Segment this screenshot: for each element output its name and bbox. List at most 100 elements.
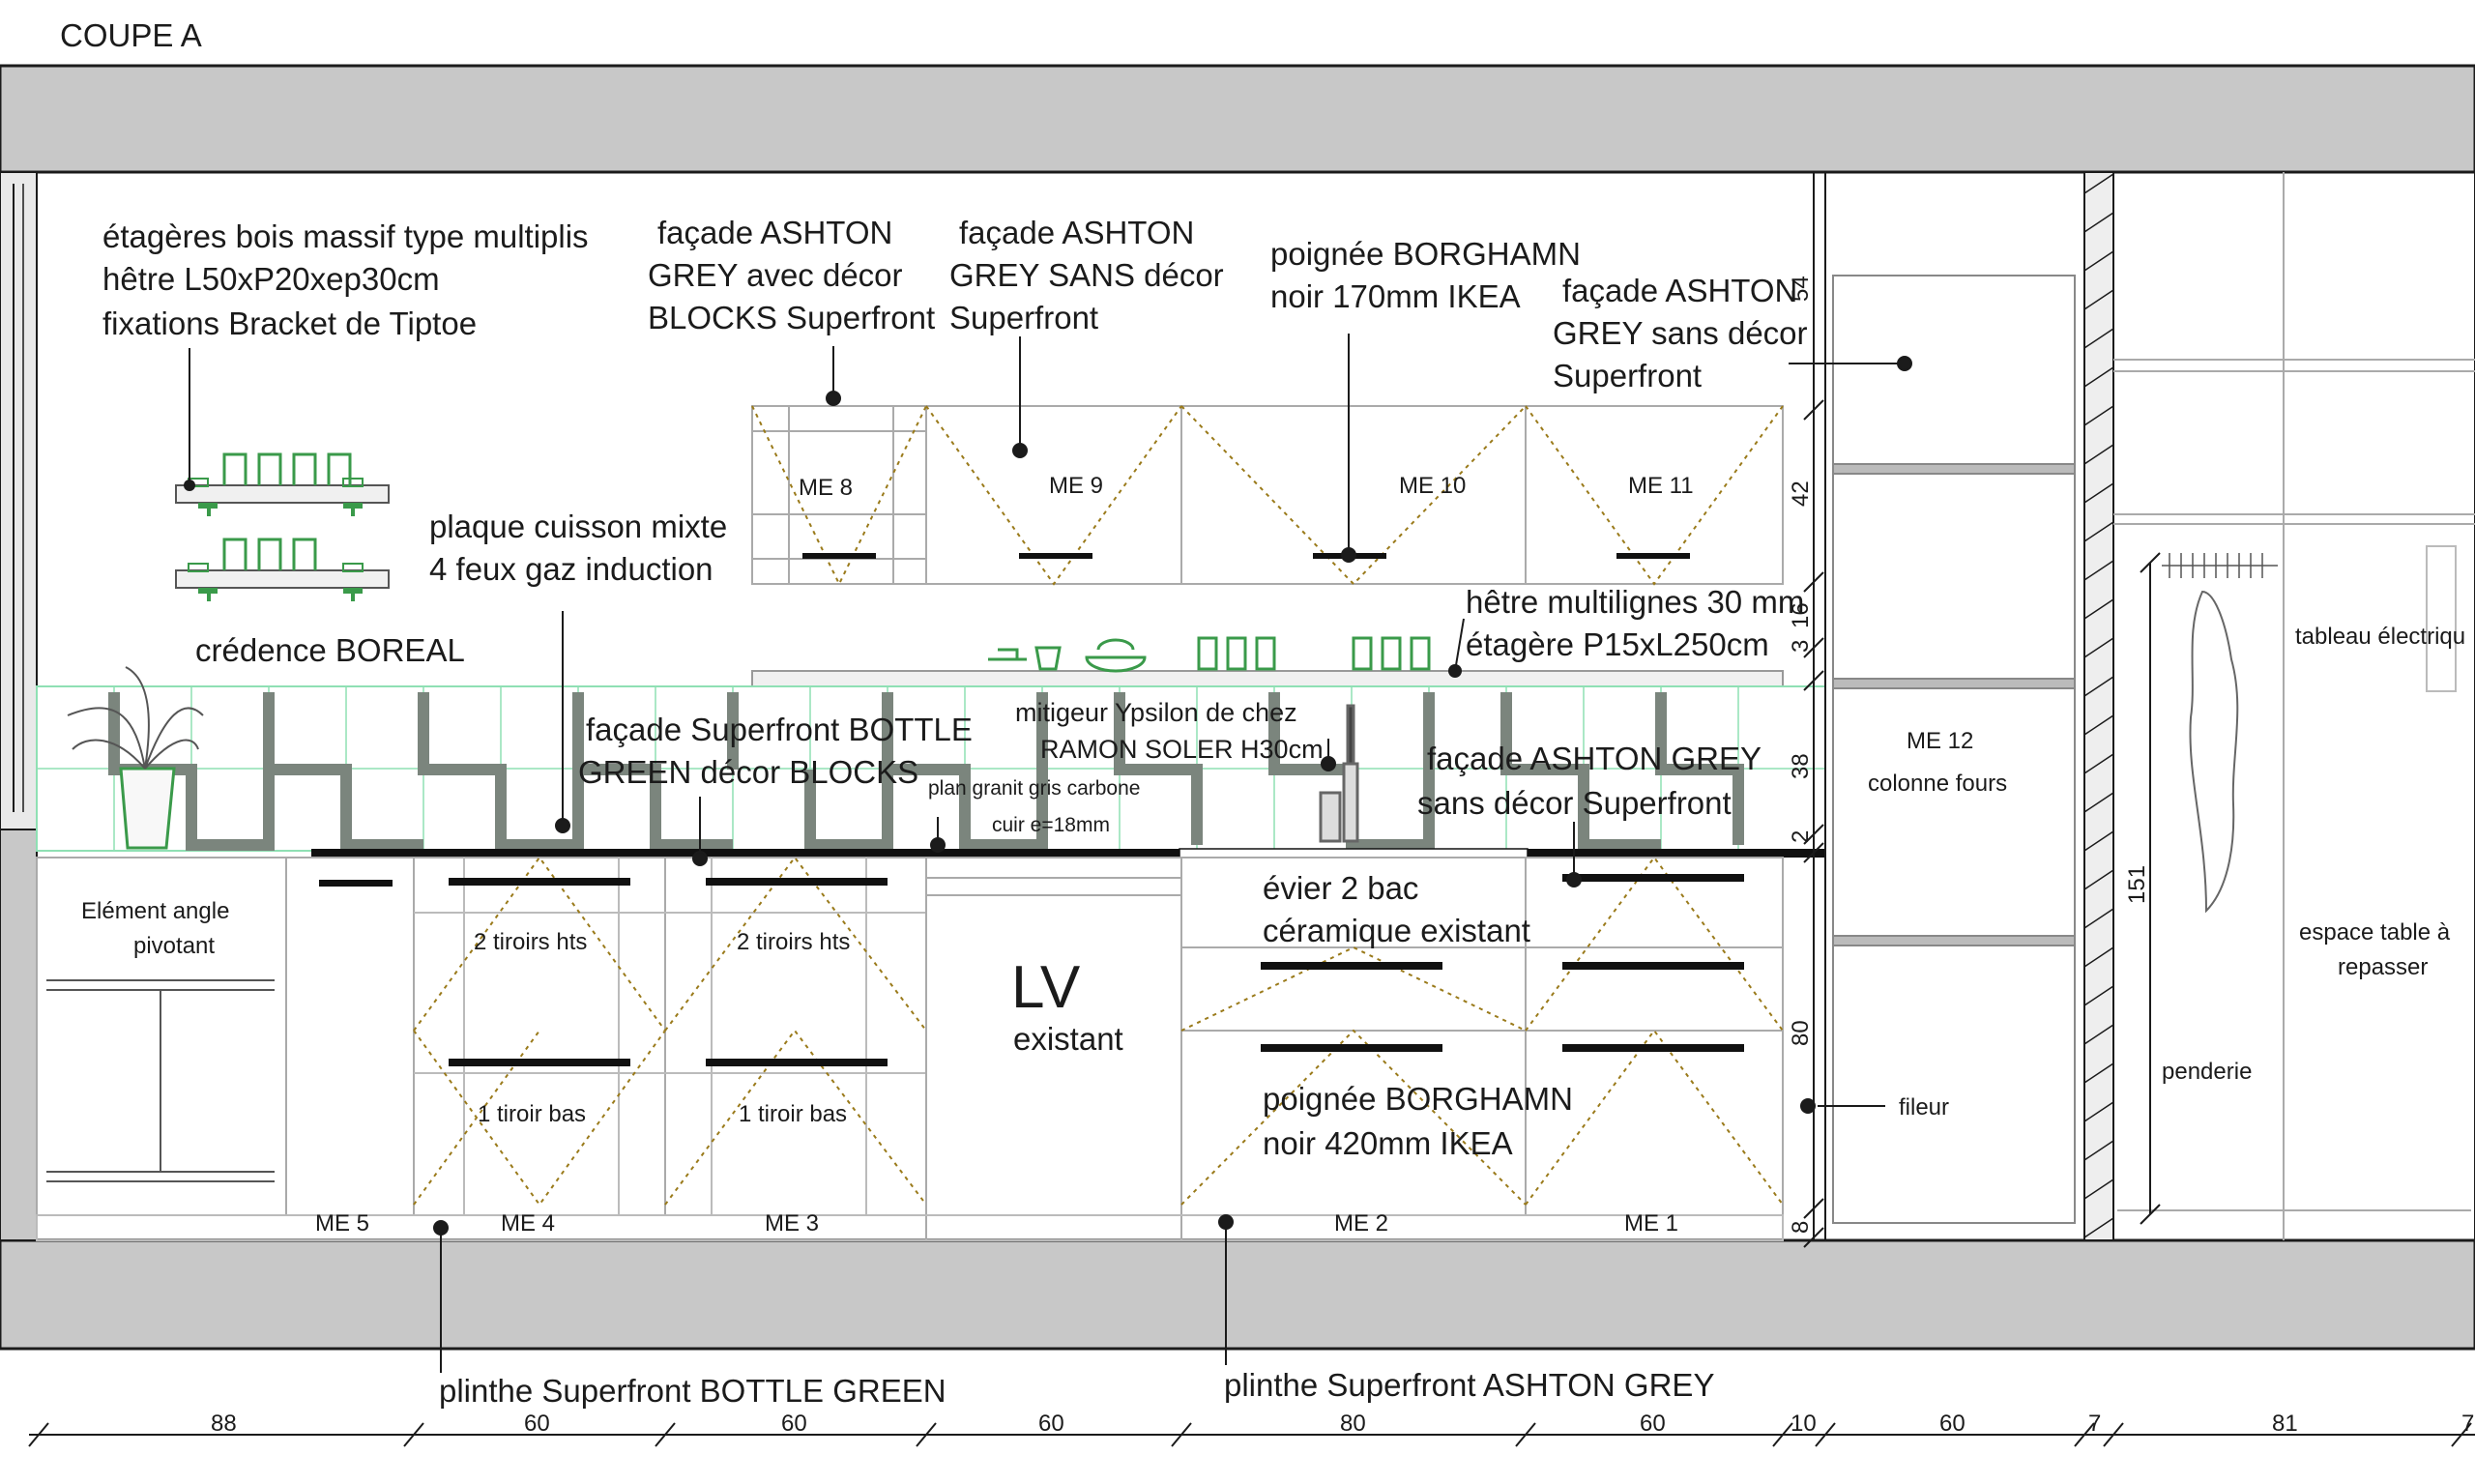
dim-60e: 60 bbox=[1939, 1411, 1965, 1437]
svg-text:hêtre L50xP20xep30cm: hêtre L50xP20xep30cm bbox=[102, 261, 440, 297]
oven-column bbox=[1824, 171, 2085, 1241]
annotation-ironing: espace table à repasser bbox=[2299, 919, 2451, 980]
module-me9: ME 9 bbox=[1049, 473, 1103, 499]
annotation-drawers-hts-b: 2 tiroirs hts bbox=[737, 929, 850, 955]
dim-60d: 60 bbox=[1640, 1411, 1666, 1437]
module-me2: ME 2 bbox=[1334, 1210, 1388, 1237]
annotation-wardrobe: penderie bbox=[2162, 1059, 2252, 1085]
jars-icon bbox=[1197, 636, 1431, 671]
svg-text:cuir e=18mm: cuir e=18mm bbox=[992, 814, 1110, 836]
credence-tiles bbox=[36, 685, 1826, 852]
annotation-plinth-green: plinthe Superfront BOTTLE GREEN bbox=[439, 1373, 946, 1409]
annotation-shelf-beech: hêtre multilignes 30 mm étagère P15xL250… bbox=[1466, 584, 1804, 662]
svg-text:plan granit gris carbone: plan granit gris carbone bbox=[928, 777, 1140, 800]
annotation-facade-right: façade ASHTON GREY sans décor Superfront bbox=[1553, 273, 1808, 393]
mixer-tap-icon bbox=[1319, 704, 1359, 843]
garment-icon bbox=[2189, 590, 2239, 914]
dim-7a: 7 bbox=[2088, 1411, 2101, 1437]
annotation-panel: tableau électriqu bbox=[2295, 624, 2465, 650]
annotation-sink: évier 2 bac céramique existant bbox=[1263, 870, 1530, 948]
dim-60a: 60 bbox=[524, 1411, 550, 1437]
dim-60c: 60 bbox=[1038, 1411, 1064, 1437]
svg-text:façade ASHTON: façade ASHTON bbox=[1562, 273, 1797, 308]
dim-16: 16 bbox=[1788, 602, 1814, 628]
handles-wall bbox=[802, 553, 1690, 559]
svg-text:GREY avec décor: GREY avec décor bbox=[648, 257, 903, 293]
svg-text:espace table à: espace table à bbox=[2299, 919, 2451, 946]
annotation-handle-170: poignée BORGHAMN noir 170mm IKEA bbox=[1270, 236, 1581, 314]
svg-text:noir 170mm IKEA: noir 170mm IKEA bbox=[1270, 278, 1521, 314]
svg-text:GREY SANS décor: GREY SANS décor bbox=[949, 257, 1224, 293]
dim-54: 54 bbox=[1788, 276, 1814, 302]
module-me11: ME 11 bbox=[1628, 473, 1694, 499]
dim-38: 38 bbox=[1788, 753, 1814, 779]
annotation-filler: fileur bbox=[1899, 1094, 1949, 1120]
dim-60b: 60 bbox=[781, 1411, 807, 1437]
door-opening-marks bbox=[751, 405, 1784, 587]
plant-icon bbox=[67, 666, 204, 850]
dim-80: 80 bbox=[1340, 1411, 1366, 1437]
floor-slab bbox=[0, 1238, 2475, 1351]
dim-2: 2 bbox=[1788, 830, 1814, 843]
wall-partition bbox=[2083, 171, 2114, 1241]
svg-text:façade ASHTON: façade ASHTON bbox=[959, 215, 1194, 250]
annotation-lv-sub: existant bbox=[1013, 1021, 1123, 1057]
svg-text:sans décor Superfront: sans décor Superfront bbox=[1417, 785, 1732, 821]
worktop-sink-gap bbox=[1179, 848, 1529, 858]
dim-vertical-chain bbox=[1803, 172, 1824, 1248]
ceiling-slab bbox=[0, 64, 2475, 174]
leader-lines bbox=[433, 334, 1912, 1373]
wall-shelves bbox=[175, 348, 390, 601]
annotation-facade-green: façade Superfront BOTTLE GREEN décor BLO… bbox=[578, 712, 973, 790]
annotation-credence: crédence BOREAL bbox=[195, 632, 465, 668]
annotation-handle-420: poignée BORGHAMN noir 420mm IKEA bbox=[1263, 1081, 1573, 1161]
base-units bbox=[36, 857, 1784, 1241]
dim-42: 42 bbox=[1788, 480, 1814, 507]
dim-88: 88 bbox=[211, 1411, 237, 1437]
svg-text:poignée BORGHAMN: poignée BORGHAMN bbox=[1270, 236, 1581, 272]
svg-text:façade Superfront BOTTLE: façade Superfront BOTTLE bbox=[586, 712, 973, 747]
svg-text:ME 12: ME 12 bbox=[1907, 728, 1973, 754]
dim-3: 3 bbox=[1788, 640, 1814, 653]
module-me8: ME 8 bbox=[799, 475, 853, 501]
dim-151: 151 bbox=[2124, 865, 2150, 904]
dim-penderie bbox=[2140, 552, 2161, 1225]
svg-text:noir 420mm IKEA: noir 420mm IKEA bbox=[1263, 1125, 1513, 1161]
annotation-mixer: mitigeur Ypsilon de chez RAMON SOLER H30… bbox=[1015, 698, 1324, 764]
annotation-corner: Elément angle pivotant bbox=[81, 898, 229, 959]
annotation-facade-grey-sd: façade ASHTON GREY sans décor Superfront bbox=[1417, 741, 1762, 821]
drawing-title: COUPE A bbox=[60, 17, 202, 53]
module-me5: ME 5 bbox=[315, 1210, 369, 1237]
svg-text:évier 2 bac: évier 2 bac bbox=[1263, 870, 1418, 906]
left-wall bbox=[0, 171, 38, 1241]
svg-text:façade ASHTON GREY: façade ASHTON GREY bbox=[1427, 741, 1762, 776]
svg-text:Elément angle: Elément angle bbox=[81, 898, 229, 924]
svg-text:Superfront: Superfront bbox=[1553, 358, 1702, 393]
dim-7b: 7 bbox=[2461, 1411, 2474, 1437]
svg-text:pivotant: pivotant bbox=[133, 933, 215, 959]
svg-text:façade ASHTON: façade ASHTON bbox=[657, 215, 892, 250]
module-me10: ME 10 bbox=[1399, 473, 1466, 499]
svg-text:plaque cuisson mixte: plaque cuisson mixte bbox=[429, 509, 727, 544]
dim-80v: 80 bbox=[1788, 1020, 1814, 1046]
annotation-drawer-bas-a: 1 tiroir bas bbox=[478, 1101, 586, 1127]
dim-81: 81 bbox=[2272, 1411, 2298, 1437]
svg-text:étagères bois massif type mult: étagères bois massif type multiplis bbox=[102, 218, 589, 254]
annotation-facade-blocks: façade ASHTON GREY avec décor BLOCKS Sup… bbox=[648, 215, 935, 335]
svg-text:hêtre multilignes 30 mm: hêtre multilignes 30 mm bbox=[1466, 584, 1804, 620]
base-opening-marks bbox=[413, 856, 1784, 1207]
svg-text:mitigeur Ypsilon de chez: mitigeur Ypsilon de chez bbox=[1015, 698, 1297, 727]
handles-base bbox=[319, 874, 1744, 1066]
svg-text:fixations Bracket de Tiptoe: fixations Bracket de Tiptoe bbox=[102, 306, 477, 341]
module-me4: ME 4 bbox=[501, 1210, 555, 1237]
svg-text:colonne fours: colonne fours bbox=[1868, 771, 2007, 797]
svg-text:BLOCKS Superfront: BLOCKS Superfront bbox=[648, 300, 935, 335]
svg-text:céramique existant: céramique existant bbox=[1263, 913, 1530, 948]
svg-text:GREEN décor BLOCKS: GREEN décor BLOCKS bbox=[578, 754, 918, 790]
svg-text:4 feux gaz induction: 4 feux gaz induction bbox=[429, 551, 713, 587]
module-me3: ME 3 bbox=[765, 1210, 819, 1237]
cups-icon bbox=[988, 638, 1147, 673]
annotation-facade-plain: façade ASHTON GREY SANS décor Superfront bbox=[949, 215, 1224, 335]
wall-cabinets bbox=[751, 405, 1784, 587]
